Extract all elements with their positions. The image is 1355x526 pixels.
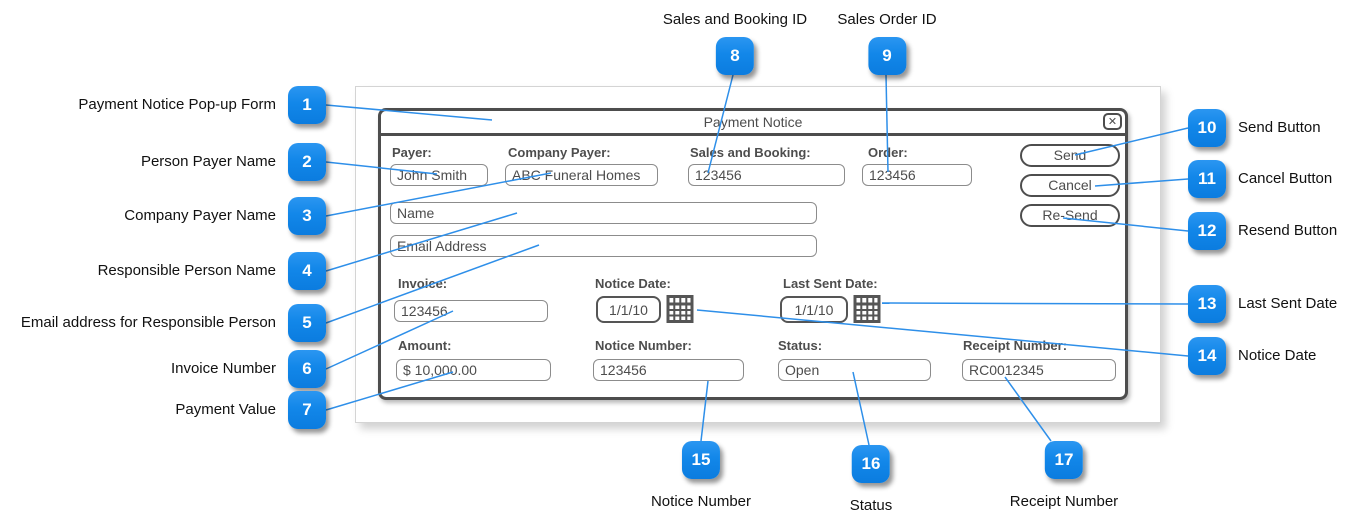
callout-8-badge: 8 [715, 37, 754, 75]
notice-number-input[interactable] [593, 359, 744, 381]
callout-4-badge: 4 [288, 252, 326, 290]
callout-6: Invoice Number 6 [171, 350, 326, 388]
callout-3: Company Payer Name 3 [124, 197, 326, 235]
callout-17: 17 Receipt Number [1010, 441, 1118, 511]
callout-1-badge: 1 [288, 86, 326, 124]
callout-7-label: Payment Value [175, 401, 276, 418]
notice-number-label: Notice Number: [595, 338, 692, 353]
callout-9-badge: 9 [867, 37, 906, 75]
invoice-input[interactable] [394, 300, 548, 322]
responsible-email-input[interactable] [390, 235, 817, 257]
sales-and-booking-label: Sales and Booking: [690, 145, 811, 160]
order-label: Order: [868, 145, 908, 160]
callout-6-label: Invoice Number [170, 360, 276, 377]
callout-15-badge: 15 [681, 441, 720, 479]
callout-14-badge: 14 [1188, 337, 1226, 375]
callout-8-label: Sales and Booking ID [662, 11, 808, 28]
calendar-icon[interactable] [853, 294, 881, 324]
callout-2: Person Payer Name 2 [141, 143, 326, 181]
callout-10-badge: 10 [1188, 109, 1226, 147]
callout-5-badge: 5 [288, 304, 326, 342]
callout-9-label: Sales Order ID [837, 11, 937, 28]
company-payer-input[interactable] [505, 164, 658, 186]
receipt-number-label: Receipt Number: [963, 338, 1068, 353]
dialog-titlebar: Payment Notice [381, 111, 1125, 136]
callout-4: Responsible Person Name 4 [98, 252, 326, 290]
callout-5: Email address for Responsible Person 5 [21, 304, 326, 342]
callout-16-badge: 16 [852, 445, 890, 483]
notice-date-input[interactable] [596, 296, 661, 323]
send-button[interactable]: Send [1020, 144, 1120, 167]
responsible-name-input[interactable] [390, 202, 817, 224]
callout-15: 15 Notice Number [651, 441, 751, 511]
callout-10: 10 Send Button [1188, 109, 1321, 147]
callout-13: 13 Last Sent Date [1188, 285, 1337, 323]
callout-17-badge: 17 [1044, 441, 1083, 479]
last-sent-date-label: Last Sent Date: [783, 276, 878, 291]
status-label: Status: [778, 338, 823, 353]
callout-17-label: Receipt Number [1009, 493, 1119, 510]
callout-11-badge: 11 [1188, 160, 1226, 198]
callout-3-badge: 3 [288, 197, 326, 235]
calendar-icon[interactable] [666, 294, 694, 324]
last-sent-date-input[interactable] [780, 296, 848, 323]
callout-15-label: Notice Number [650, 493, 752, 510]
invoice-label: Invoice: [398, 276, 448, 291]
payment-notice-dialog: Payment Notice ✕ Payer: Company Payer: S… [378, 108, 1128, 400]
callout-3-label: Company Payer Name [124, 207, 276, 224]
callout-13-label: Last Sent Date [1238, 295, 1338, 312]
callout-13-badge: 13 [1188, 285, 1226, 323]
callout-12-badge: 12 [1188, 212, 1226, 250]
callout-8: Sales and Booking ID 8 [663, 11, 807, 75]
callout-11: 11 Cancel Button [1188, 160, 1332, 198]
callout-11-label: Cancel Button [1238, 170, 1333, 187]
cancel-button[interactable]: Cancel [1020, 174, 1120, 197]
dialog-title: Payment Notice [703, 114, 803, 130]
callout-1-label: Payment Notice Pop-up Form [78, 96, 276, 113]
amount-label: Amount: [398, 338, 452, 353]
callout-16: 16 Status [849, 445, 893, 515]
payer-label: Payer: [392, 145, 432, 160]
amount-input[interactable] [396, 359, 551, 381]
callout-7-badge: 7 [288, 391, 326, 429]
callout-10-label: Send Button [1238, 119, 1321, 136]
callout-16-label: Status [849, 497, 893, 514]
callout-12: 12 Resend Button [1188, 212, 1337, 250]
company-payer-label: Company Payer: [508, 145, 611, 160]
payer-input[interactable] [390, 164, 488, 186]
callout-6-badge: 6 [288, 350, 326, 388]
close-icon[interactable]: ✕ [1103, 113, 1122, 130]
order-input[interactable] [862, 164, 972, 186]
callout-7: Payment Value 7 [175, 391, 326, 429]
callout-2-badge: 2 [288, 143, 326, 181]
notice-date-label: Notice Date: [595, 276, 671, 291]
receipt-number-input[interactable] [962, 359, 1116, 381]
callout-2-label: Person Payer Name [140, 153, 276, 170]
callout-5-label: Email address for Responsible Person [20, 314, 276, 331]
callout-14: 14 Notice Date [1188, 337, 1316, 375]
callout-14-label: Notice Date [1238, 347, 1317, 364]
sales-and-booking-input[interactable] [688, 164, 845, 186]
resend-button[interactable]: Re-Send [1020, 204, 1120, 227]
callout-9: Sales Order ID 9 [837, 11, 937, 75]
callout-4-label: Responsible Person Name [97, 262, 276, 279]
callout-1: Payment Notice Pop-up Form 1 [78, 86, 326, 124]
status-input[interactable] [778, 359, 931, 381]
callout-12-label: Resend Button [1238, 222, 1338, 239]
